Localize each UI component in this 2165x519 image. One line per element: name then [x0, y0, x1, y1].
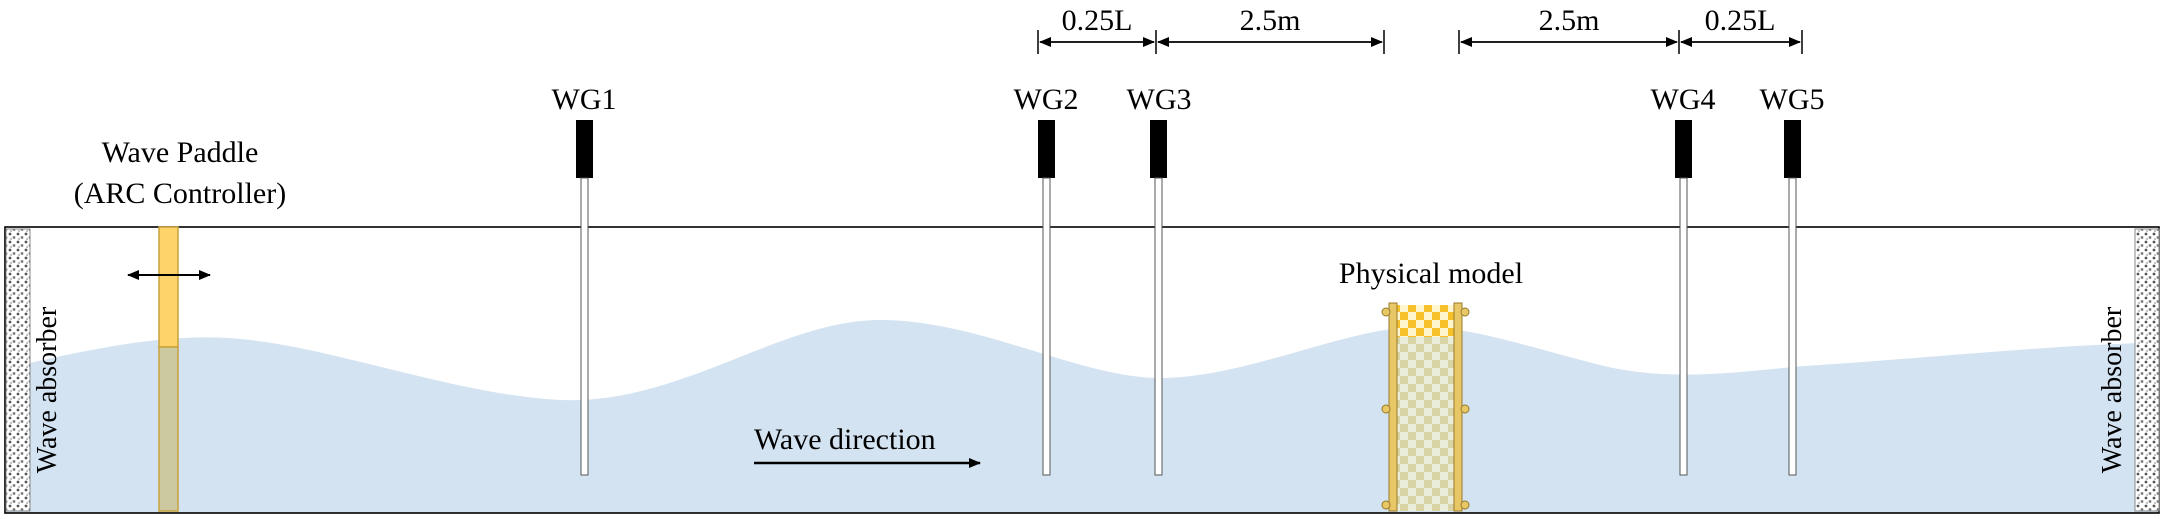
physical-model-left-post: [1388, 302, 1398, 512]
wg2-label: WG2: [1014, 83, 1079, 116]
wave-absorber-left-label: Wave absorber: [32, 306, 63, 473]
physical-model-submerged-checker: [1394, 337, 1456, 511]
dimension-model-wg4: 2.5m: [1458, 4, 1680, 54]
dimension-wg3-model: 2.5m: [1157, 4, 1385, 54]
wave-paddle-submerged: [158, 346, 179, 512]
wave-paddle-label-line1: Wave Paddle: [102, 136, 259, 169]
wave-gauge-wg5: WG5: [1760, 83, 1825, 476]
wave-absorber-right-block: [2134, 228, 2160, 512]
physical-model-label: Physical model: [1339, 257, 1523, 290]
wg4-label: WG4: [1651, 83, 1716, 116]
wave-gauge-wg2: WG2: [1014, 83, 1079, 476]
dimension-wg4-wg5-label: 0.25L: [1705, 4, 1776, 37]
wg3-label: WG3: [1127, 83, 1192, 116]
water-surface: [6, 320, 2159, 513]
dimension-model-wg4-label: 2.5m: [1539, 4, 1600, 37]
wg5-label: WG5: [1760, 83, 1825, 116]
wave-absorber-right-label: Wave absorber: [2097, 306, 2128, 473]
wave-direction-label: Wave direction: [754, 423, 936, 456]
dimension-wg4-wg5: 0.25L: [1680, 4, 1803, 54]
dimension-wg3-model-label: 2.5m: [1240, 4, 1301, 37]
wave-paddle-above: [158, 226, 179, 348]
wave-absorber-left-block: [5, 228, 31, 512]
wave-gauge-wg4: WG4: [1651, 83, 1716, 476]
wave-gauge-wg3: WG3: [1127, 83, 1192, 476]
physical-model-top-checker: [1394, 305, 1456, 337]
wave-paddle-label-line2: (ARC Controller): [74, 177, 286, 210]
wg1-label: WG1: [552, 83, 617, 116]
physical-model-right-post: [1453, 302, 1463, 512]
dimension-wg2-wg3: 0.25L: [1037, 4, 1157, 54]
wave-gauge-wg1: WG1: [552, 83, 617, 476]
dimension-wg2-wg3-label: 0.25L: [1062, 4, 1133, 37]
physical-model: Physical model: [1339, 257, 1523, 512]
